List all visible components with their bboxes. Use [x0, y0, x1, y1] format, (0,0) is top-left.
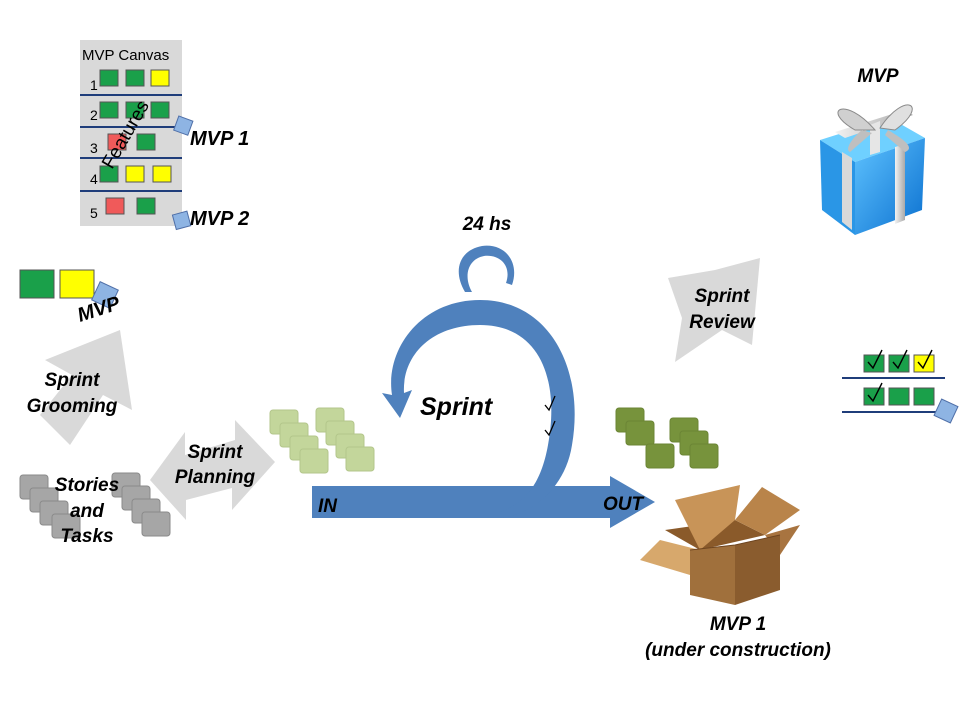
canvas-row-number: 1 — [90, 77, 98, 93]
mvp-gift-label: MVP — [857, 66, 899, 87]
checkmark-icon — [544, 395, 556, 412]
task-card — [345, 446, 375, 472]
stories-and-tasks-stack — [19, 472, 171, 539]
canvas-title: MVP Canvas — [82, 47, 169, 64]
feature-sticky — [136, 133, 156, 151]
stories-tasks-label-line3: Tasks — [60, 526, 113, 547]
sprint-label: Sprint — [420, 393, 494, 421]
task-card — [645, 443, 675, 469]
feature-sticky — [913, 354, 935, 373]
task-card — [689, 443, 719, 469]
sprint-grooming-label-line1: Sprint — [45, 370, 101, 391]
feature-sticky — [152, 165, 172, 183]
feature-sticky — [888, 354, 910, 373]
task-card — [625, 420, 655, 446]
mvp1-marker-label: MVP 1 — [190, 128, 249, 150]
feature-sticky — [125, 69, 145, 87]
checkmark-icon — [867, 349, 883, 370]
feature-sticky — [107, 133, 127, 151]
checkmark-icon — [867, 382, 883, 403]
sticky-note-icon — [91, 281, 119, 309]
gift-box-icon — [820, 104, 925, 235]
feature-sticky — [99, 101, 119, 119]
mvp-canvas: MVP Canvas 1 2 3 4 5 Features — [80, 40, 194, 231]
sprint-flow-arrow — [312, 476, 655, 528]
daily-loop — [458, 245, 515, 292]
mvp2-marker-label: MVP 2 — [190, 208, 249, 230]
sprint-output-cards — [615, 407, 719, 469]
feature-sticky — [19, 269, 55, 299]
feature-sticky — [59, 269, 95, 299]
checkmark-icon — [917, 349, 933, 370]
canvas-row-number: 2 — [90, 107, 98, 123]
feature-sticky — [863, 387, 885, 406]
task-card — [299, 448, 329, 474]
reviewed-features — [842, 349, 959, 424]
sprint-review-label-line2: Review — [689, 312, 756, 333]
sprint-checkmarks — [544, 395, 556, 437]
task-card — [51, 513, 81, 539]
feature-sticky — [99, 165, 119, 183]
mvp-selection: MVP — [19, 269, 123, 327]
feature-sticky — [125, 165, 145, 183]
sprint-grooming-arrow — [40, 330, 132, 445]
feature-sticky — [99, 69, 119, 87]
sticky-note-icon — [933, 398, 959, 424]
stories-tasks-label-line1: Stories — [55, 475, 119, 496]
feature-sticky — [863, 354, 885, 373]
stories-tasks-label-line2: and — [70, 501, 104, 522]
feature-sticky — [150, 101, 170, 119]
hours-label: 24 hs — [462, 214, 512, 235]
sprint-input-cards — [269, 407, 375, 474]
task-card — [141, 511, 171, 537]
checkmark-icon — [544, 420, 556, 437]
canvas-row-number: 4 — [90, 171, 98, 187]
canvas-row-number: 3 — [90, 140, 98, 156]
sprint-grooming-label-line2: Grooming — [27, 396, 118, 417]
cardboard-box-icon — [640, 485, 800, 605]
feature-sticky — [888, 387, 910, 406]
sprint-review-label-line1: Sprint — [695, 286, 751, 307]
out-label: OUT — [603, 494, 645, 515]
feature-sticky — [125, 101, 145, 119]
in-label: IN — [318, 496, 338, 517]
feature-sticky — [105, 197, 125, 215]
checkmark-icon — [892, 349, 908, 370]
sprint-review-arrow — [668, 258, 760, 362]
feature-sticky — [136, 197, 156, 215]
sticky-note-icon — [173, 115, 194, 136]
sprint-planning-label-line1: Sprint — [188, 442, 244, 463]
mvp-construction-label-line1: MVP 1 — [710, 614, 766, 635]
feature-sticky — [913, 387, 935, 406]
feature-sticky — [150, 69, 170, 87]
sticky-note-icon — [171, 210, 192, 231]
canvas-row-number: 5 — [90, 205, 98, 221]
mvp-construction-label-line2: (under construction) — [645, 640, 831, 661]
sprint-planning-label-line2: Planning — [175, 467, 256, 488]
sprint-cycle — [312, 245, 655, 528]
sprint-planning-arrows — [150, 420, 275, 520]
